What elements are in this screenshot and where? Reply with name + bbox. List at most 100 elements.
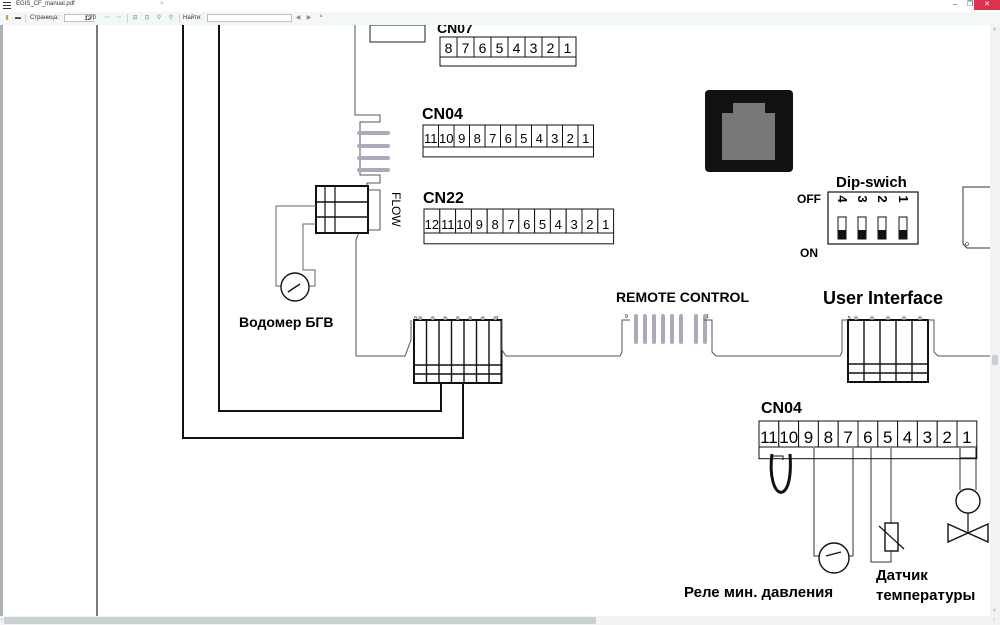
- cn07-label: CN07: [437, 25, 473, 36]
- minimize-button[interactable]: –: [953, 1, 957, 8]
- dip-switch-number: 1: [896, 195, 911, 202]
- connector-housing: [847, 319, 929, 383]
- toolbar-separator: [25, 14, 26, 23]
- jumper-wire: [769, 453, 792, 494]
- remote-pin: [652, 314, 656, 344]
- open-icon[interactable]: ▮: [5, 15, 9, 21]
- fit-width-icon[interactable]: ⊟: [132, 15, 138, 21]
- maximize-button[interactable]: ❐: [966, 1, 974, 8]
- page-total: / 20: [86, 15, 97, 21]
- flow-connector: [315, 185, 369, 234]
- remote-pin: [679, 314, 683, 344]
- menu-icon[interactable]: [3, 2, 11, 9]
- right-component: [962, 186, 990, 249]
- find-next-icon[interactable]: ▶: [306, 15, 312, 21]
- rj-jack-opening: [722, 103, 775, 160]
- zoom-in-icon[interactable]: ⚲: [156, 15, 162, 21]
- cn-top-small: [369, 25, 426, 43]
- pin-dot: [455, 316, 460, 320]
- dip-switch-number: 4: [835, 195, 850, 203]
- horizontal-scroll-thumb[interactable]: [4, 617, 596, 624]
- document-tab-title[interactable]: EGIS_CF_manual.pdf: [16, 1, 75, 7]
- pin-number: 6: [863, 428, 872, 447]
- match-case-icon[interactable]: ª: [319, 15, 323, 21]
- dip-switch-number: 3: [855, 195, 870, 202]
- pin-number: 10: [779, 428, 798, 447]
- pin-number: 3: [570, 217, 577, 232]
- toolbar-separator: [179, 14, 180, 23]
- zoom-out-icon[interactable]: ⚲: [168, 15, 174, 21]
- pin-number: 2: [942, 428, 951, 447]
- mid-connector: [413, 316, 503, 384]
- scroll-left-icon[interactable]: ‹: [1, 617, 3, 623]
- scroll-right-icon[interactable]: ›: [993, 617, 995, 623]
- user-interface-label: User Interface: [823, 288, 943, 308]
- pin-number: 5: [883, 428, 892, 447]
- pin-dot: [418, 316, 423, 320]
- dip-switch-number: 2: [875, 195, 890, 202]
- pin-number: 10: [439, 131, 453, 146]
- remote-pin: [643, 314, 647, 344]
- pin-number: 7: [462, 40, 470, 56]
- scroll-down-icon[interactable]: ˅: [993, 608, 996, 614]
- page-number-input[interactable]: 12: [64, 14, 94, 22]
- vertical-scrollbar[interactable]: [990, 25, 1000, 616]
- dip-on-label: ON: [800, 246, 818, 260]
- remote-pin: [661, 314, 665, 344]
- wire-outer: [182, 25, 464, 439]
- prev-page-icon[interactable]: ⇦: [104, 15, 110, 21]
- pressure-relay-symbol: [818, 542, 850, 574]
- wire-remote-ui: [704, 319, 840, 357]
- find-label: Найти:: [183, 15, 202, 21]
- pin-number: 5: [520, 131, 527, 146]
- tab-close-icon[interactable]: ×: [160, 1, 164, 7]
- pin-number: 4: [536, 131, 543, 146]
- cn04-bottom-label: CN04: [761, 400, 802, 417]
- water-meter-label: Водомер БГВ: [239, 314, 333, 330]
- scroll-up-icon[interactable]: ˄: [993, 27, 996, 33]
- user-interface-connector: [847, 316, 929, 383]
- find-input[interactable]: [207, 14, 292, 22]
- dip-lever: [858, 230, 866, 239]
- terminal-rail: [422, 146, 594, 158]
- wire-inner: [218, 25, 442, 412]
- pin-number: 8: [491, 217, 498, 232]
- pin-dot: [480, 316, 485, 320]
- pin-number: 8: [824, 428, 833, 447]
- fit-page-icon[interactable]: ⊡: [144, 15, 150, 21]
- pressure-relay-label: Реле мин. давления: [684, 584, 833, 601]
- remote-pin-right: 1: [706, 314, 709, 320]
- connector-housing: [413, 319, 503, 384]
- cn04-top-label: CN04: [422, 106, 463, 123]
- page-label: Страница:: [30, 15, 59, 21]
- pin-dot: [443, 316, 448, 320]
- vertical-scroll-thumb[interactable]: [992, 355, 998, 365]
- terminal-rail: [439, 56, 577, 67]
- remote-pin: [634, 314, 638, 344]
- remote-control-label: REMOTE CONTROL: [616, 289, 749, 305]
- next-page-icon[interactable]: ⇨: [116, 15, 122, 21]
- pin-number: 4: [555, 217, 562, 232]
- terminal-rail: [423, 232, 615, 245]
- terminal-rail: [758, 446, 978, 460]
- left-panel-edge: [0, 25, 3, 616]
- pin-number: 11: [441, 217, 455, 232]
- pin-number: 9: [476, 217, 483, 232]
- find-prev-icon[interactable]: ◀: [295, 15, 301, 21]
- pin-number: 8: [445, 40, 453, 56]
- remote-pin: [694, 314, 698, 344]
- pin-number: 5: [496, 40, 504, 56]
- pin-number: 1: [582, 131, 589, 146]
- pin-number: 1: [564, 40, 572, 56]
- print-icon[interactable]: ▬: [15, 15, 21, 21]
- close-button[interactable]: ✕: [974, 0, 1000, 10]
- pin-number: 4: [513, 40, 521, 56]
- pin-number: 3: [551, 131, 558, 146]
- pin-number: 9: [804, 428, 813, 447]
- remote-control-connector: [634, 314, 707, 344]
- pin-number: 9: [458, 131, 465, 146]
- pin-dot: [468, 316, 473, 320]
